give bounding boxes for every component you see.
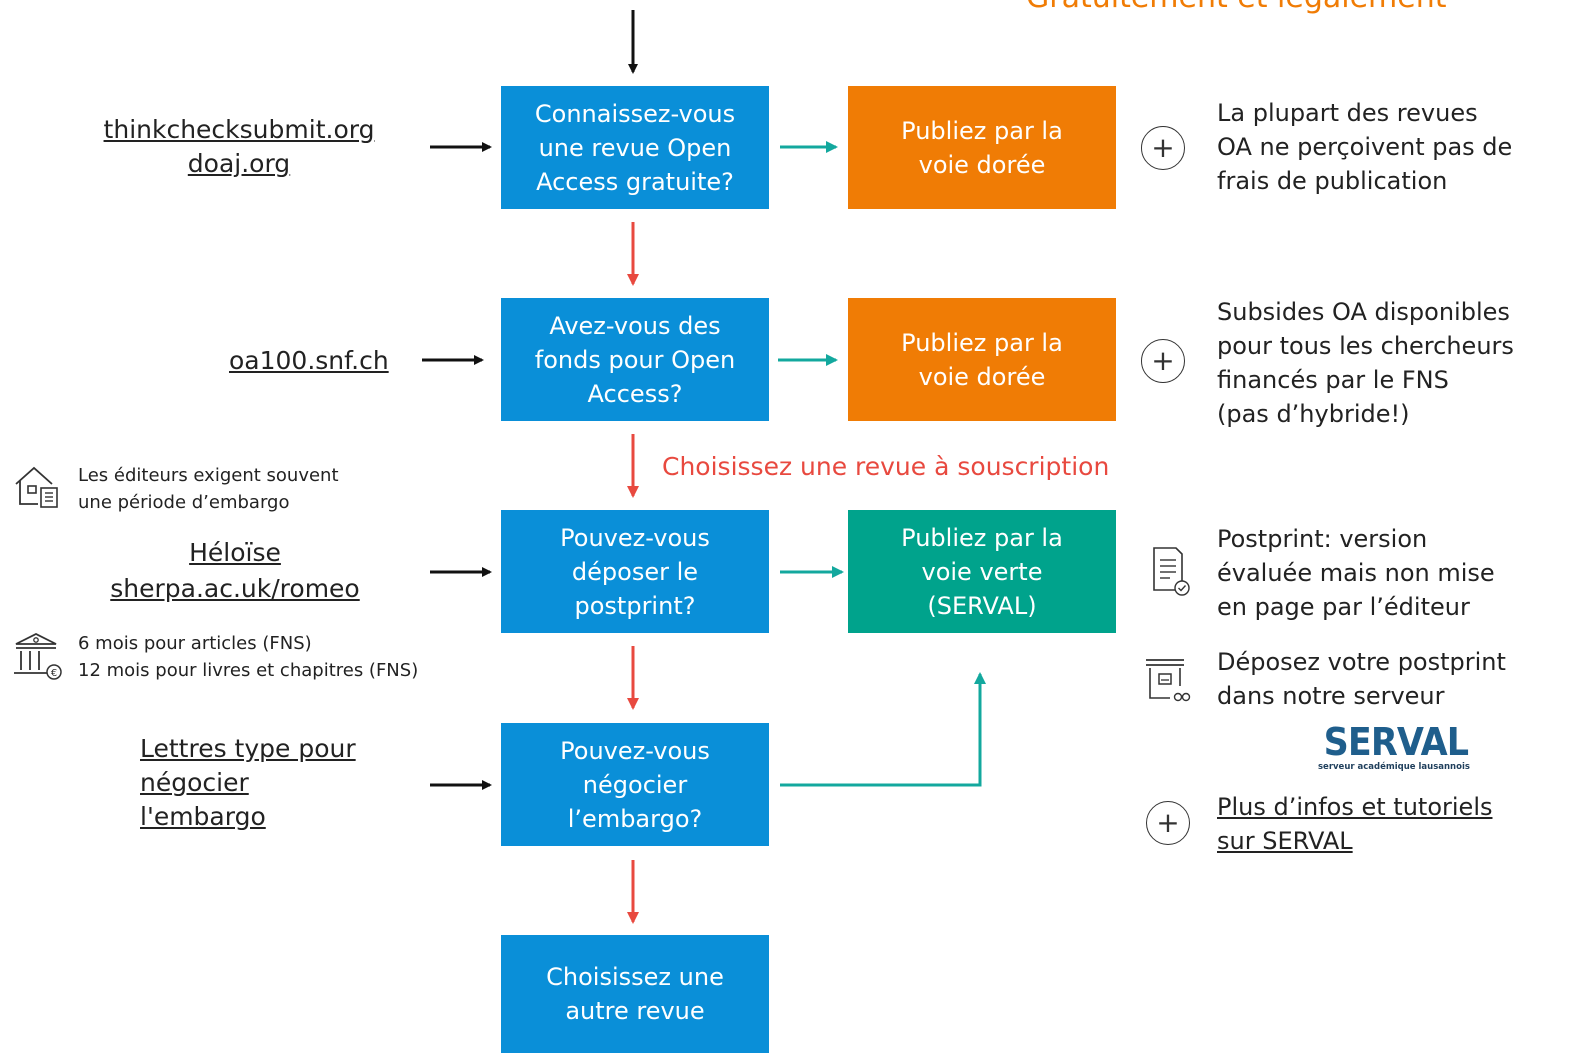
link-thinkchecksubmit[interactable]: thinkchecksubmit.org bbox=[103, 115, 375, 144]
question-negotiate-embargo: Pouvez-vous négocier l’embargo? bbox=[501, 723, 769, 846]
bank-euro-icon: € bbox=[12, 630, 66, 682]
embargo-note: Les éditeurs exigent souvent une période… bbox=[78, 465, 339, 513]
serval-logo: SERVAL serveur académique lausannois bbox=[1318, 720, 1470, 778]
page-title-partial: Gratuitement et légalement bbox=[1026, 0, 1447, 18]
question-free-oa-journal: Connaissez-vous une revue Open Access gr… bbox=[501, 86, 769, 209]
link-heloise[interactable]: Héloïse bbox=[189, 538, 281, 567]
link-sherpa-romeo[interactable]: sherpa.ac.uk/romeo bbox=[110, 574, 360, 603]
plus-icon[interactable]: + bbox=[1141, 339, 1185, 383]
result-gold-road-1: Publiez par la voie dorée bbox=[848, 86, 1116, 209]
serval-logo-tagline: serveur académique lausannois bbox=[1318, 762, 1470, 772]
note-postprint-definition: Postprint: version évaluée mais non mise… bbox=[1217, 525, 1495, 621]
svg-text:€: € bbox=[51, 668, 57, 679]
note-snf-subsidies: Subsides OA disponibles pour tous les ch… bbox=[1217, 298, 1514, 428]
document-check-icon bbox=[1150, 546, 1192, 598]
link-template-letters[interactable]: Lettres type pour négocier l'embargo bbox=[140, 734, 356, 831]
plus-icon[interactable]: + bbox=[1146, 801, 1190, 845]
result-gold-road-2: Publiez par la voie dorée bbox=[848, 298, 1116, 421]
question-deposit-postprint: Pouvez-vous déposer le postprint? bbox=[501, 510, 769, 633]
fns-embargo-note: 6 mois pour articles (FNS) 12 mois pour … bbox=[78, 633, 419, 681]
question-oa-funds: Avez-vous des fonds pour Open Access? bbox=[501, 298, 769, 421]
server-deposit-icon bbox=[1144, 656, 1196, 706]
link-doaj[interactable]: doaj.org bbox=[187, 149, 291, 178]
serval-logo-name: SERVAL bbox=[1323, 720, 1469, 764]
arrow-yes4 bbox=[780, 672, 986, 787]
link-oa100[interactable]: oa100.snf.ch bbox=[229, 346, 389, 375]
link-serval-tutorials[interactable]: Plus d’infos et tutoriels sur SERVAL bbox=[1217, 793, 1493, 855]
note-oa-no-fees: La plupart des revues OA ne perçoivent p… bbox=[1217, 99, 1513, 195]
house-document-icon bbox=[12, 462, 64, 510]
plus-icon[interactable]: + bbox=[1141, 126, 1185, 170]
subscription-branch-label: Choisissez une revue à souscription bbox=[662, 452, 1110, 481]
note-deposit-postprint: Déposez votre postprint dans notre serve… bbox=[1217, 648, 1506, 710]
result-green-road: Publiez par la voie verte (SERVAL) bbox=[848, 510, 1116, 633]
choose-another-journal: Choisissez une autre revue bbox=[501, 935, 769, 1053]
